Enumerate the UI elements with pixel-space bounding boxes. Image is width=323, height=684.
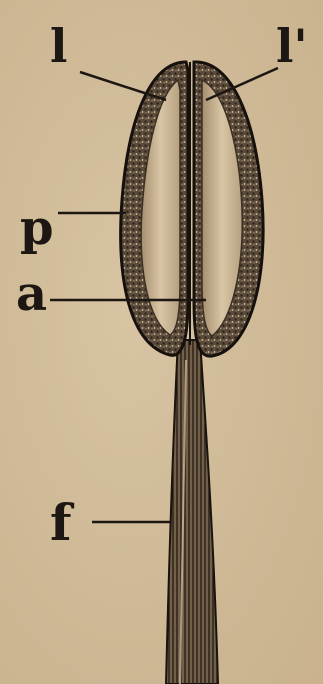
label-p: p bbox=[20, 200, 54, 256]
filament bbox=[166, 340, 218, 684]
label-l-prime: l' bbox=[276, 19, 308, 73]
anther-lobe-right bbox=[194, 62, 263, 356]
label-f: f bbox=[50, 493, 75, 552]
anther-lobe-left bbox=[121, 62, 188, 355]
label-l: l bbox=[50, 19, 67, 73]
label-a: a bbox=[16, 266, 47, 322]
